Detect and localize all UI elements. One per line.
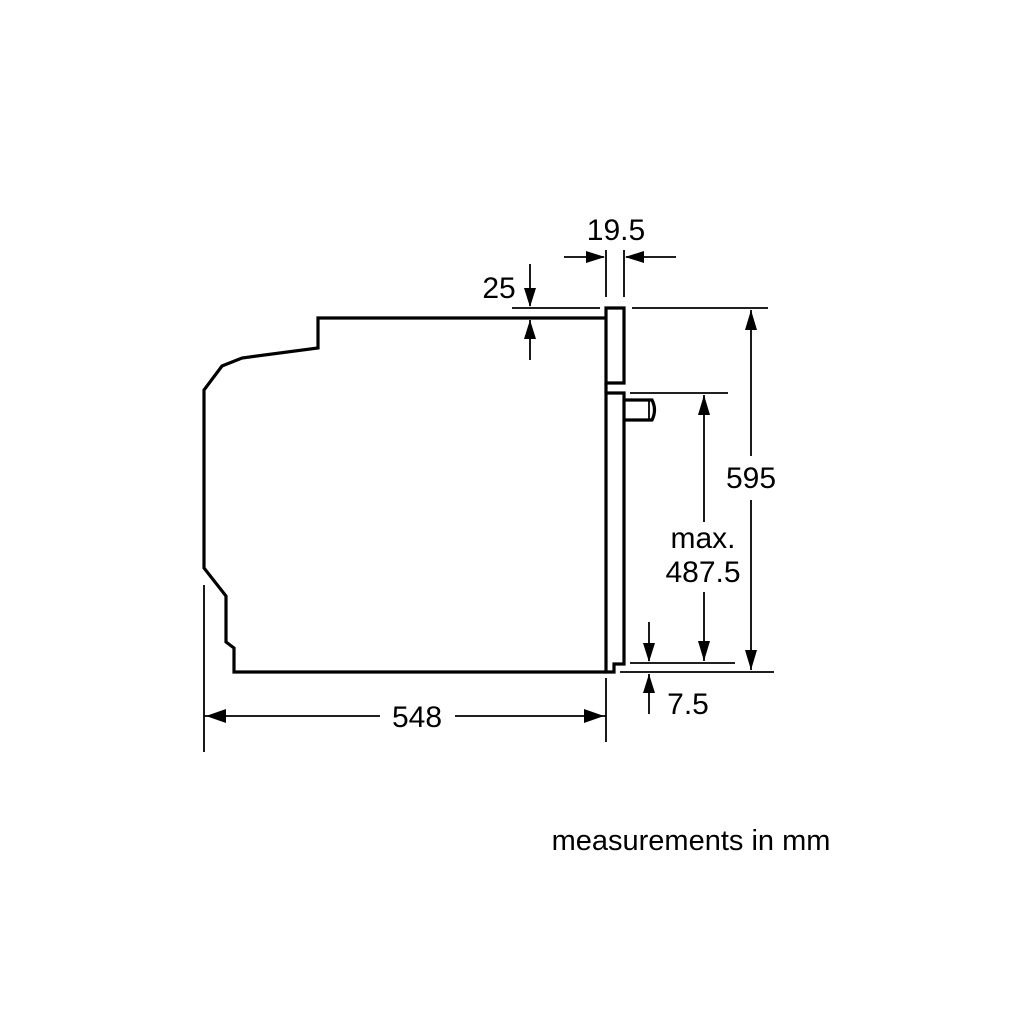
- total-height-label: 595: [726, 462, 776, 495]
- arrow-up-icon: [524, 320, 536, 339]
- bottom-gap-label: 7.5: [667, 688, 709, 721]
- arrow-right-icon: [584, 709, 604, 723]
- panel-thickness-label: 19.5: [587, 214, 645, 247]
- arrow-down-icon: [643, 643, 655, 662]
- door-height-prefix: max.: [670, 522, 735, 555]
- top-step-label: 25: [482, 272, 515, 305]
- door-height-label: 487.5: [665, 556, 740, 589]
- arrow-up-icon: [643, 674, 655, 693]
- oven-door-outline: [604, 391, 626, 674]
- arrow-down-icon: [524, 288, 536, 307]
- arrow-up-icon: [698, 395, 710, 415]
- arrow-up-icon: [745, 310, 757, 330]
- arrow-right-icon: [586, 251, 605, 263]
- arrow-left-icon: [625, 251, 644, 263]
- arrow-down-icon: [698, 641, 710, 661]
- units-caption: measurements in mm: [552, 825, 831, 857]
- arrow-down-icon: [745, 650, 757, 670]
- door-handle-icon: [624, 398, 657, 422]
- depth-dimension-label: 548: [392, 701, 442, 734]
- arrow-left-icon: [206, 709, 226, 723]
- control-panel-outline: [604, 306, 626, 385]
- oven-body-outline: [202, 316, 606, 674]
